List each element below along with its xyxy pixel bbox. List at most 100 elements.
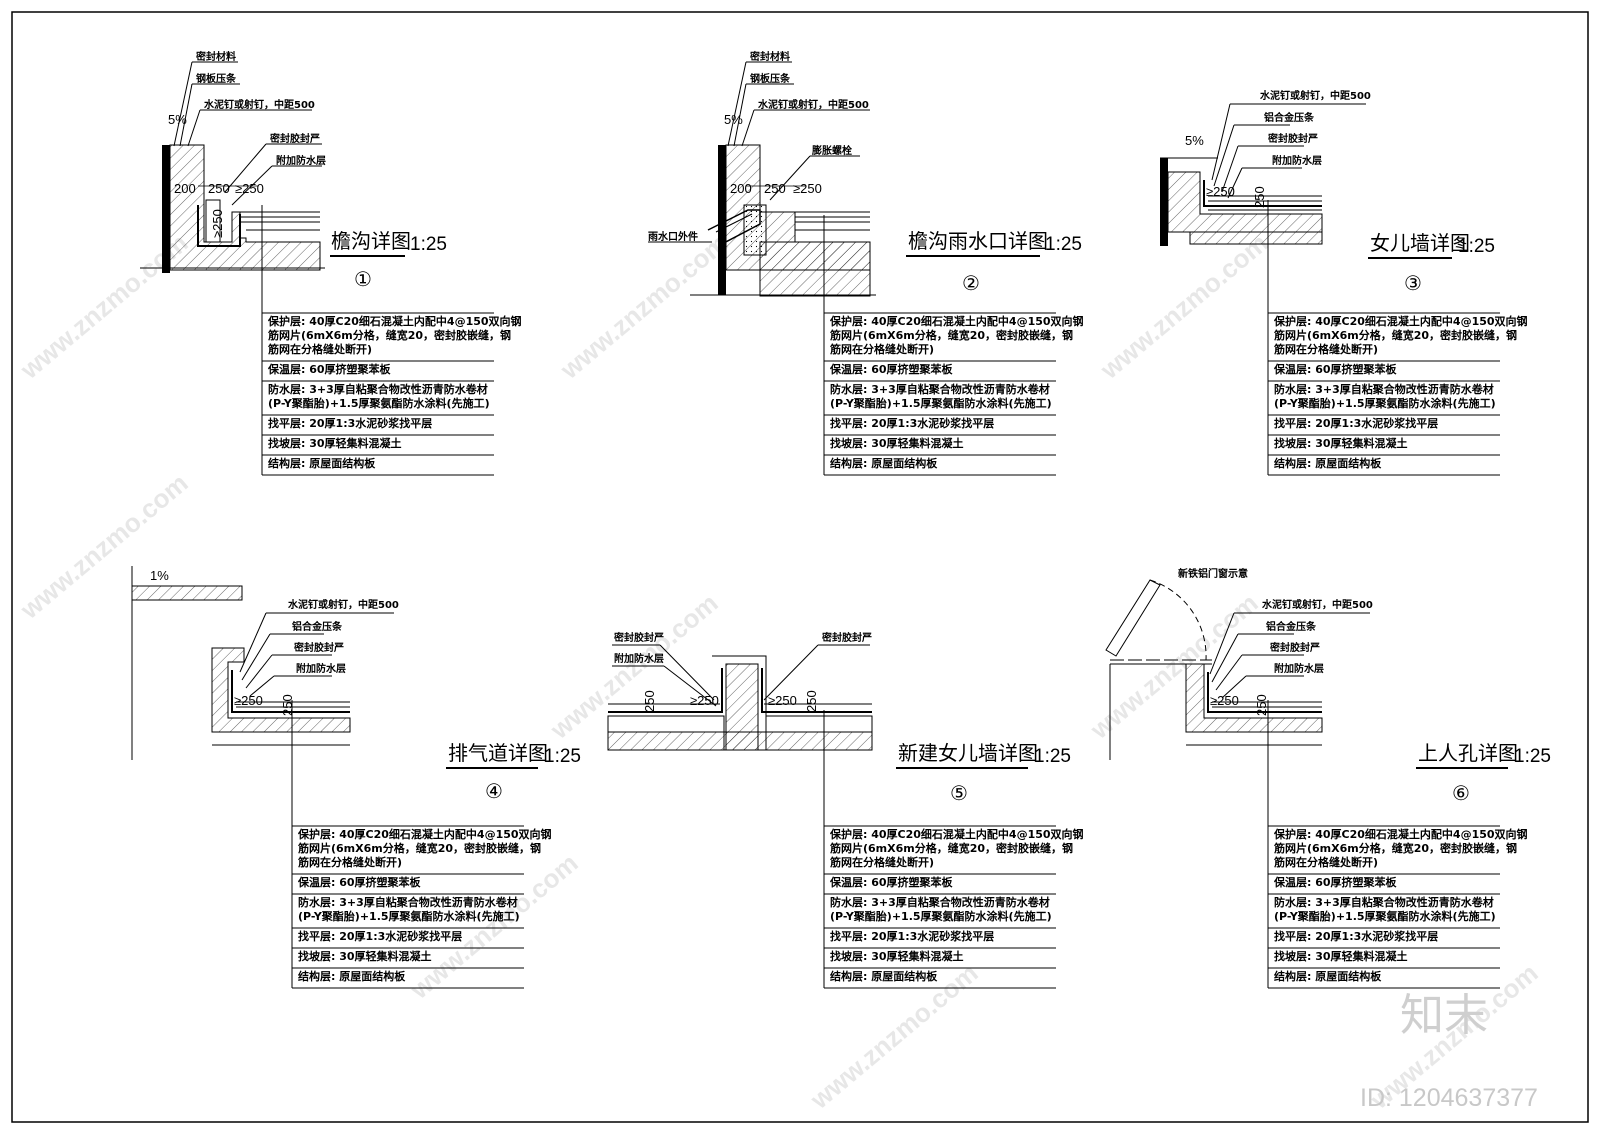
- label-rain-outlet: 雨水口外件: [648, 230, 698, 243]
- label-sealant: 密封材料: [750, 50, 790, 63]
- layer-line: 保护层: 40厚C20细石混凝土内配中4@150双向钢: [297, 827, 552, 841]
- layer-line: 保温层: 60厚挤塑聚苯板: [829, 875, 954, 889]
- layer-line: (P-Y聚酯胎)+1.5厚聚氨酯防水涂料(先施工): [830, 909, 1052, 923]
- dim-ge250-h: ≥250: [235, 181, 264, 196]
- detail-1: 密封材料 钢板压条 水泥钉或射钉，中距500 密封胶封严 附加防水层 5% 20…: [140, 50, 447, 291]
- layer-line: 保温层: 60厚挤塑聚苯板: [829, 362, 954, 376]
- layer-line: 筋网片(6mX6m分格，缝宽20，密封胶嵌缝，钢: [297, 841, 541, 855]
- dim-250: 250: [764, 181, 786, 196]
- dim-250: 250: [208, 181, 230, 196]
- layer-line: 筋网片(6mX6m分格，缝宽20，密封胶嵌缝，钢: [1273, 841, 1517, 855]
- dim-250-right: 250: [804, 690, 819, 712]
- detail-number: ③: [1404, 271, 1422, 295]
- layer-table: 保护层: 40厚C20细石混凝土内配中4@150双向钢筋网片(6mX6m分格，缝…: [823, 710, 1084, 989]
- layer-line: 找坡层: 30厚轻集料混凝土: [830, 949, 964, 963]
- detail-number: ④: [485, 779, 503, 803]
- label-seal-tight: 密封胶封严: [1270, 641, 1320, 654]
- sheet-border: [11, 11, 1589, 1123]
- layer-line: 找平层: 20厚1:3水泥砂浆找平层: [268, 416, 432, 430]
- layer-line: 筋网在分格缝处断开): [267, 342, 372, 356]
- layer-line: 筋网在分格缝处断开): [829, 855, 934, 869]
- layer-line: 筋网在分格缝处断开): [829, 342, 934, 356]
- label-extra-waterproof: 附加防水层: [276, 154, 326, 167]
- detail-scale: 1:25: [1514, 746, 1551, 767]
- label-al-strip: 铝合金压条: [292, 620, 343, 633]
- dim-200: 200: [174, 181, 196, 196]
- detail-scale: 1:25: [410, 234, 447, 255]
- dim-250-left: 250: [642, 690, 657, 712]
- detail-4: 水泥钉或射钉，中距500 铝合金压条 密封胶封严 附加防水层 1% ≥250 2…: [131, 566, 581, 803]
- detail-title: 檐沟雨水口详图: [908, 229, 1048, 253]
- detail-scale: 1:25: [544, 746, 581, 767]
- dim-200: 200: [730, 181, 752, 196]
- layer-line: 筋网在分格缝处断开): [297, 855, 402, 869]
- layer-line: 找平层: 20厚1:3水泥砂浆找平层: [298, 929, 462, 943]
- layer-line: 找平层: 20厚1:3水泥砂浆找平层: [830, 416, 994, 430]
- layer-line: (P-Y聚酯胎)+1.5厚聚氨酯防水涂料(先施工): [1274, 909, 1496, 923]
- label-steel-strip: 钢板压条: [196, 72, 237, 85]
- layer-line: (P-Y聚酯胎)+1.5厚聚氨酯防水涂料(先施工): [830, 396, 1052, 410]
- layer-line: 结构层: 原屋面结构板: [1273, 456, 1382, 470]
- watermark-text: www.znzmo.com: [14, 468, 194, 626]
- label-sealant: 密封材料: [196, 50, 236, 63]
- detail-title: 新建女儿墙详图: [898, 741, 1038, 765]
- layer-line: 找坡层: 30厚轻集料混凝土: [830, 436, 964, 450]
- dim-slope: 5%: [168, 112, 187, 127]
- label-steel-strip: 钢板压条: [750, 72, 791, 85]
- label-nail: 水泥钉或射钉，中距500: [287, 598, 399, 611]
- dim-250: 250: [1252, 186, 1267, 208]
- label-nail: 水泥钉或射钉，中距500: [757, 98, 869, 111]
- layer-line: 保护层: 40厚C20细石混凝土内配中4@150双向钢: [267, 314, 522, 328]
- layer-line: 结构层: 原屋面结构板: [829, 969, 938, 983]
- id-watermark: ID: 1204637377: [1360, 1084, 1538, 1112]
- label-extra-waterproof: 附加防水层: [296, 662, 346, 675]
- layer-line: 保温层: 60厚挤塑聚苯板: [267, 362, 392, 376]
- layer-line: 保护层: 40厚C20细石混凝土内配中4@150双向钢: [829, 314, 1084, 328]
- layer-line: 筋网片(6mX6m分格，缝宽20，密封胶嵌缝，钢: [267, 328, 511, 342]
- layer-line: 筋网片(6mX6m分格，缝宽20，密封胶嵌缝，钢: [829, 328, 1073, 342]
- layer-table: 保护层: 40厚C20细石混凝土内配中4@150双向钢筋网片(6mX6m分格，缝…: [1267, 700, 1528, 989]
- detail-5: 密封胶封严 附加防水层 密封胶封严 250 ≥250 ≥250 250 新建女儿…: [607, 631, 1071, 805]
- layer-line: 防水层: 3+3厚自粘聚合物改性沥青防水卷材: [830, 895, 1050, 909]
- dim-slope: 1%: [150, 568, 169, 583]
- dim-slope: 5%: [724, 112, 743, 127]
- layer-line: 筋网在分格缝处断开): [1273, 342, 1378, 356]
- label-seal-tight: 密封胶封严: [270, 132, 320, 145]
- layer-line: 防水层: 3+3厚自粘聚合物改性沥青防水卷材: [1274, 382, 1494, 396]
- dim-ge250-v: ≥250: [210, 209, 225, 238]
- dim-250: 250: [280, 694, 295, 716]
- layer-line: 保温层: 60厚挤塑聚苯板: [1273, 875, 1398, 889]
- detail-3: 水泥钉或射钉，中距500 铝合金压条 密封胶封严 附加防水层 5% ≥250 2…: [1160, 89, 1495, 295]
- layer-line: 防水层: 3+3厚自粘聚合物改性沥青防水卷材: [830, 382, 1050, 396]
- layer-line: 筋网片(6mX6m分格，缝宽20，密封胶嵌缝，钢: [829, 841, 1073, 855]
- detail-scale: 1:25: [1045, 234, 1082, 255]
- detail-number: ⑥: [1452, 781, 1470, 805]
- layer-table: 保护层: 40厚C20细石混凝土内配中4@150双向钢筋网片(6mX6m分格，缝…: [823, 215, 1084, 476]
- layer-line: 结构层: 原屋面结构板: [267, 456, 376, 470]
- watermark-text: www.znzmo.com: [404, 848, 584, 1006]
- layer-table: 保护层: 40厚C20细石混凝土内配中4@150双向钢筋网片(6mX6m分格，缝…: [291, 700, 552, 989]
- detail-title: 上人孔详图: [1418, 741, 1518, 765]
- detail-title: 女儿墙详图: [1370, 231, 1470, 255]
- detail-scale: 1:25: [1458, 236, 1495, 257]
- layer-table: 保护层: 40厚C20细石混凝土内配中4@150双向钢筋网片(6mX6m分格，缝…: [261, 205, 522, 476]
- layer-line: (P-Y聚酯胎)+1.5厚聚氨酯防水涂料(先施工): [1274, 396, 1496, 410]
- label-seal-tight: 密封胶封严: [294, 641, 344, 654]
- layer-line: 保温层: 60厚挤塑聚苯板: [297, 875, 422, 889]
- layer-line: 结构层: 原屋面结构板: [1273, 969, 1382, 983]
- label-al-strip: 铝合金压条: [1266, 620, 1317, 633]
- dim-ge250-right: ≥250: [768, 693, 797, 708]
- label-expansion-bolt: 膨胀螺栓: [812, 144, 852, 157]
- label-seal-tight-right: 密封胶封严: [822, 631, 872, 644]
- label-nail: 水泥钉或射钉，中距500: [1259, 89, 1371, 102]
- dim-250: 250: [1254, 694, 1269, 716]
- detail-6: 新铁铝门窗示意 水泥钉或射钉，中距500 铝合金压条 密封胶封严 附加防水层 ≥…: [1105, 567, 1551, 805]
- layer-line: 保护层: 40厚C20细石混凝土内配中4@150双向钢: [1273, 827, 1528, 841]
- label-extra-waterproof: 附加防水层: [1272, 154, 1322, 167]
- layer-line: 保温层: 60厚挤塑聚苯板: [1273, 362, 1398, 376]
- dim-ge250: ≥250: [793, 181, 822, 196]
- label-nail: 水泥钉或射钉，中距500: [203, 98, 315, 111]
- dim-ge250: ≥250: [1210, 693, 1239, 708]
- layer-line: 防水层: 3+3厚自粘聚合物改性沥青防水卷材: [1274, 895, 1494, 909]
